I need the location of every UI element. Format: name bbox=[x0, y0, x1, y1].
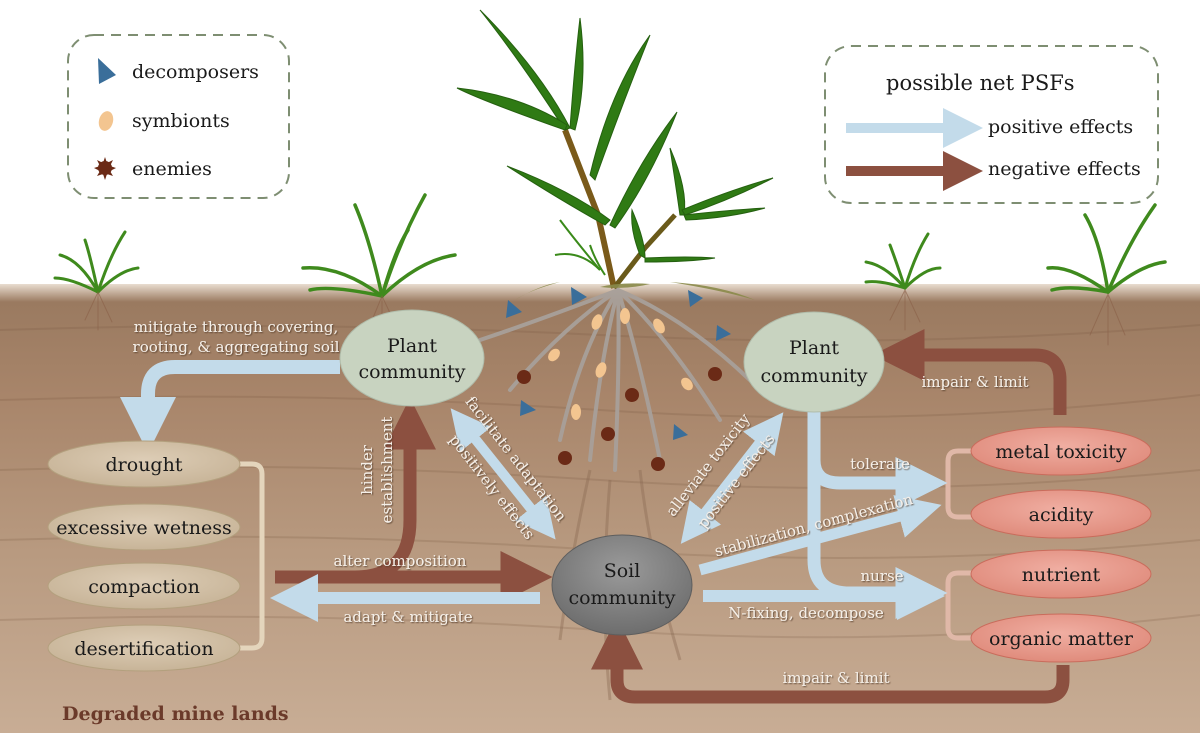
stress-nutrient[interactable]: nutrient bbox=[970, 549, 1152, 599]
central-plant bbox=[456, 9, 774, 300]
arrow-alleviate-toxicity bbox=[680, 412, 784, 544]
symbiont-icon bbox=[548, 348, 560, 362]
stress-desertification[interactable]: desertification bbox=[47, 624, 241, 672]
decomposer-icon bbox=[716, 325, 731, 341]
toxicity-bracket bbox=[945, 448, 975, 520]
small-plant-1 bbox=[53, 230, 140, 331]
legend-positive-label: positive effects bbox=[988, 116, 1133, 138]
stress-label: drought bbox=[106, 454, 183, 476]
symbiont-icon bbox=[653, 318, 665, 334]
plant-community-right[interactable]: Plant community bbox=[743, 311, 885, 413]
label-adapt-mitigate: adapt & mitigate bbox=[343, 608, 472, 626]
physical-stress-bracket bbox=[236, 461, 265, 651]
enemy-star-icon bbox=[94, 157, 116, 180]
legend-negative-label: negative effects bbox=[988, 158, 1141, 180]
label-hinder: hinder bbox=[358, 444, 376, 495]
stress-label: organic matter bbox=[989, 628, 1134, 650]
symbionts bbox=[548, 308, 693, 420]
label-impair-bottom: impair & limit bbox=[782, 669, 889, 687]
stress-label: acidity bbox=[1029, 504, 1094, 526]
stress-label: metal toxicity bbox=[995, 441, 1127, 463]
label-tolerate: tolerate bbox=[850, 455, 910, 473]
physical-stresses: drought excessive wetness compaction des… bbox=[47, 440, 241, 672]
arrows bbox=[120, 329, 1070, 704]
label-mitigate-line2: rooting, & aggregating soil bbox=[133, 338, 340, 356]
stress-drought[interactable]: drought bbox=[47, 440, 241, 488]
decomposer-icon bbox=[688, 290, 703, 307]
label-impair-top: impair & limit bbox=[921, 373, 1028, 391]
nutrient-bracket bbox=[945, 570, 975, 641]
label-establishment: establishment bbox=[378, 417, 396, 524]
stress-organic-matter[interactable]: organic matter bbox=[970, 613, 1152, 663]
plant-left-line1: Plant bbox=[387, 335, 437, 357]
arrow-impair-bottom bbox=[591, 617, 1070, 704]
plant-left-line2: community bbox=[358, 361, 465, 383]
soil-line1: Soil bbox=[604, 560, 641, 582]
stress-label: desertification bbox=[74, 638, 213, 660]
legend-effects: possible net PSFs positive effects negat… bbox=[824, 45, 1159, 204]
enemy-icon bbox=[625, 388, 639, 402]
small-plant-3 bbox=[864, 232, 942, 331]
label-nurse: nurse bbox=[860, 567, 903, 585]
plant-right-line2: community bbox=[760, 365, 867, 387]
decomposers bbox=[506, 287, 731, 440]
chemical-stresses: metal toxicity acidity nutrient organic … bbox=[970, 426, 1152, 663]
symbiont-icon bbox=[620, 308, 630, 324]
stress-acidity[interactable]: acidity bbox=[970, 489, 1152, 539]
arrow-facilitate-adaptation bbox=[450, 408, 556, 540]
legend-effects-box bbox=[824, 45, 1159, 204]
enemies bbox=[517, 367, 722, 471]
arrow-stabilization bbox=[698, 495, 942, 576]
enemy-icon bbox=[651, 457, 665, 471]
enemy-icon bbox=[708, 367, 722, 381]
symbiont-icon bbox=[681, 377, 693, 391]
symbiont-ellipse-icon bbox=[98, 111, 114, 131]
legend-organisms-box bbox=[67, 34, 290, 199]
diagram-title: Degraded mine lands bbox=[62, 703, 289, 725]
stress-compaction[interactable]: compaction bbox=[47, 562, 241, 610]
legend-decomposers-label: decomposers bbox=[132, 61, 259, 83]
label-n-fixing: N-fixing, decompose bbox=[728, 604, 884, 622]
arrow-impair-top bbox=[872, 329, 1067, 415]
soil-line2: community bbox=[568, 587, 675, 609]
decomposer-triangle-icon bbox=[98, 58, 116, 84]
legend-effects-title: possible net PSFs bbox=[886, 71, 1075, 95]
plant-community-left[interactable]: Plant community bbox=[339, 309, 485, 407]
legend-enemies-label: enemies bbox=[132, 158, 212, 180]
stress-label: excessive wetness bbox=[56, 517, 232, 539]
central-roots bbox=[478, 288, 762, 472]
enemy-icon bbox=[601, 427, 615, 441]
soil-community[interactable]: Soil community bbox=[551, 534, 693, 636]
symbiont-icon bbox=[591, 314, 603, 330]
plant-right-line1: Plant bbox=[789, 337, 839, 359]
stress-label: nutrient bbox=[1022, 564, 1101, 586]
label-mitigate-line1: mitigate through covering, bbox=[134, 318, 338, 336]
legend-symbionts-label: symbionts bbox=[132, 110, 230, 132]
legend-organisms: decomposers symbionts enemies bbox=[67, 34, 290, 199]
arrow-mitigate bbox=[120, 360, 340, 453]
symbiont-icon bbox=[571, 404, 581, 420]
small-plant-4 bbox=[1046, 203, 1167, 346]
enemy-icon bbox=[558, 451, 572, 465]
symbiont-icon bbox=[595, 362, 607, 378]
enemy-icon bbox=[517, 370, 531, 384]
decomposer-icon bbox=[571, 287, 587, 305]
stress-excessive-wetness[interactable]: excessive wetness bbox=[47, 503, 241, 551]
label-alter-composition: alter composition bbox=[334, 552, 467, 570]
stress-label: compaction bbox=[88, 576, 200, 598]
decomposer-icon bbox=[506, 300, 522, 318]
stress-metal-toxicity[interactable]: metal toxicity bbox=[970, 426, 1152, 476]
